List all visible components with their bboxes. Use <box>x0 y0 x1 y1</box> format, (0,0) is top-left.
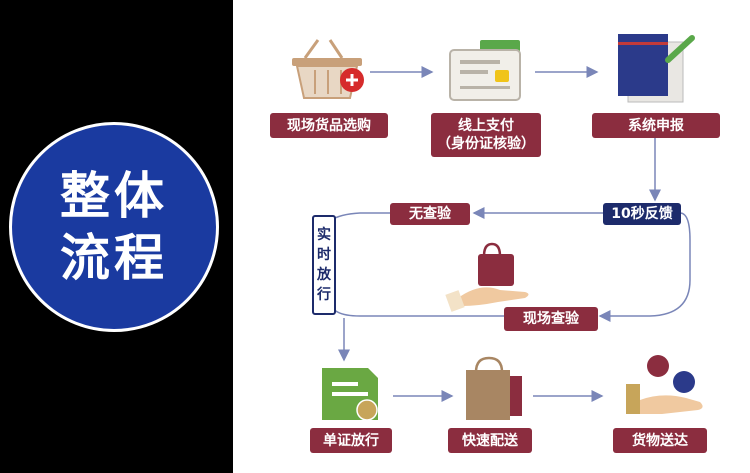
hand-with-bag-icon <box>445 242 529 312</box>
basket-icon <box>292 39 364 99</box>
hand-with-coins-icon <box>626 355 703 414</box>
release-char-2: 时 <box>317 247 331 263</box>
left-panel: 整体 流程 <box>0 0 233 473</box>
document-badge-icon <box>322 368 378 421</box>
step-onsite-check-label: 现场查验 <box>504 307 598 331</box>
step-declare-label: 系统申报 <box>592 113 720 138</box>
release-char-4: 行 <box>317 287 331 303</box>
title-circle: 整体 流程 <box>9 122 219 332</box>
step-pay-line1: 线上支付 <box>458 118 514 134</box>
step-shop-label: 现场货品选购 <box>270 113 388 138</box>
step-doc-release-label: 单证放行 <box>310 428 392 453</box>
step-goods-delivered-label: 货物送达 <box>613 428 707 453</box>
loop-right <box>598 212 691 322</box>
title-line1: 整体 <box>60 167 168 225</box>
step-fast-delivery-label: 快速配送 <box>448 428 532 453</box>
step-nocheck-label: 无查验 <box>390 203 470 225</box>
release-char-1: 实 <box>317 227 331 243</box>
step-realtime-release-label: 实 时 放 行 <box>312 215 336 315</box>
title-line2: 流程 <box>60 229 168 287</box>
shopping-bags-icon <box>466 356 522 420</box>
release-char-3: 放 <box>317 267 331 283</box>
step-pay-label: 线上支付 （身份证核验） <box>431 113 541 157</box>
payment-card-icon <box>449 40 521 101</box>
step-feedback-label: 10秒反馈 <box>603 203 681 225</box>
step-pay-line2: （身份证核验） <box>437 136 535 152</box>
document-book-icon <box>618 34 695 103</box>
